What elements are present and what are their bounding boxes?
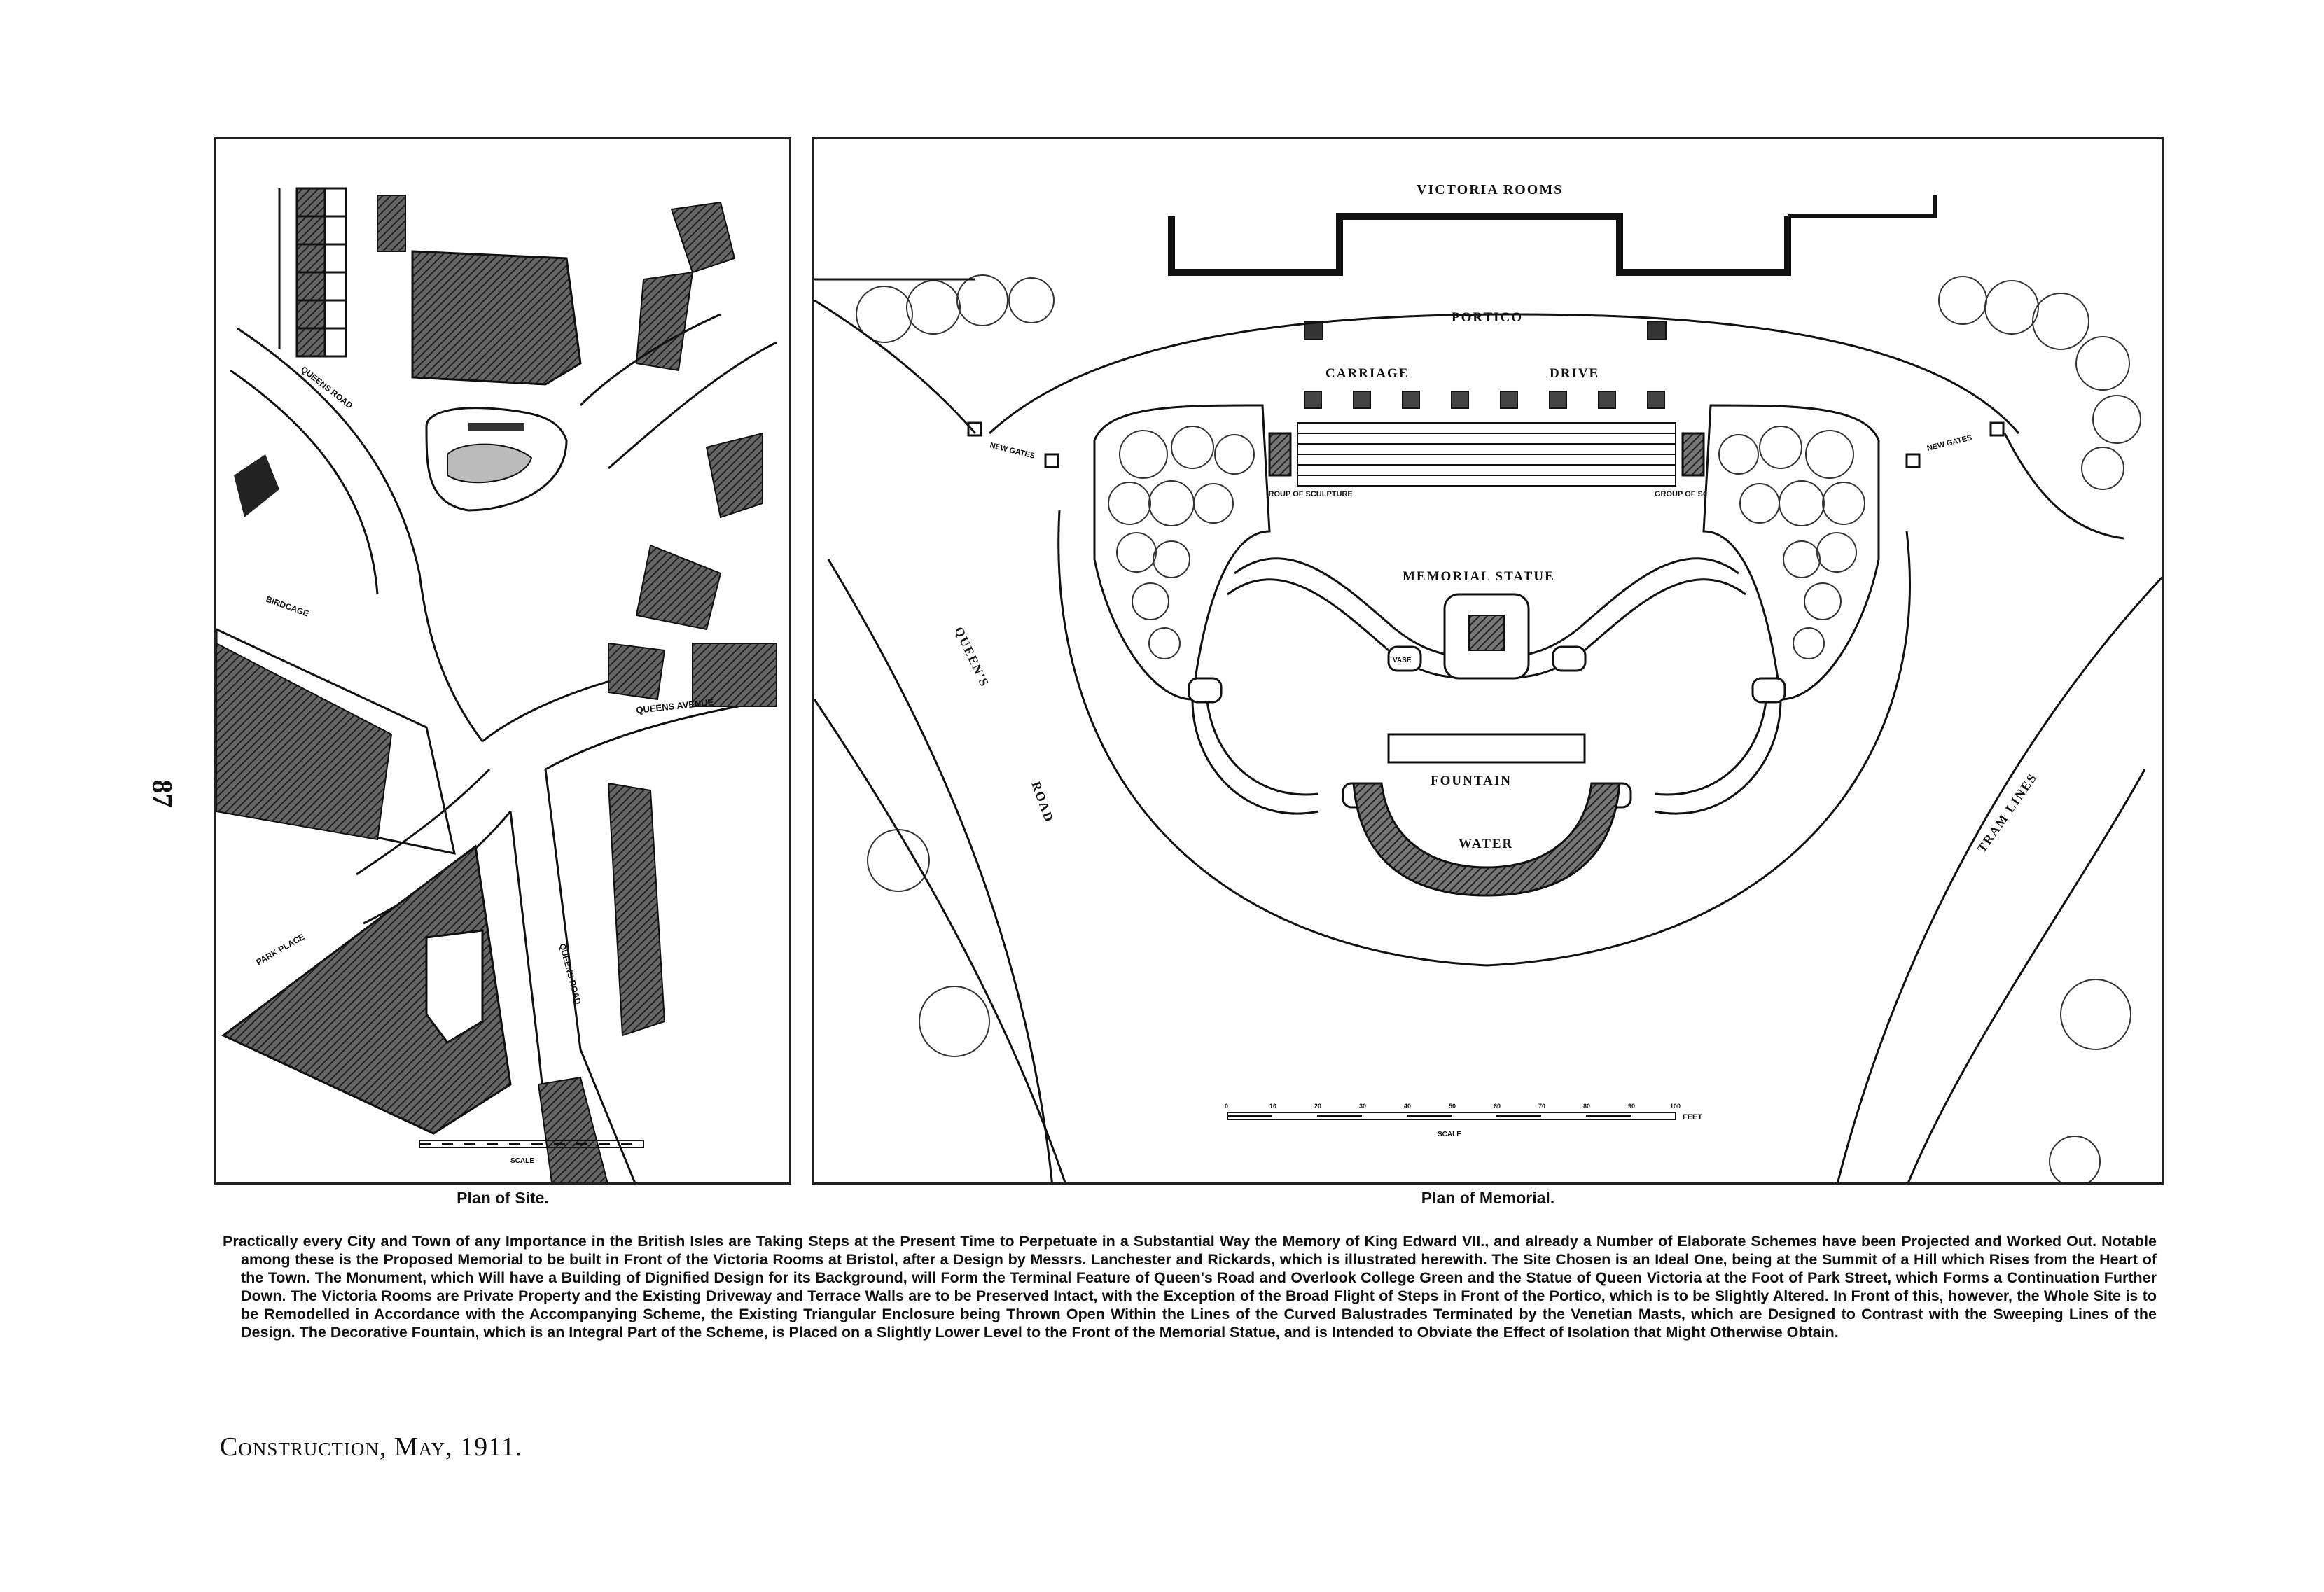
site-plan-scale-label: SCALE: [510, 1157, 534, 1165]
site-plan-caption: Plan of Site.: [457, 1189, 549, 1207]
memorial-scale-tick-6: 60: [1494, 1103, 1501, 1110]
label-carriage: CARRIAGE: [1325, 366, 1409, 381]
label-memorial-statue: MEMORIAL STATUE: [1403, 569, 1555, 584]
label-queens-avenue: QUEENS AVENUE: [636, 697, 715, 715]
site-plan-figure: QUEENS ROAD BIRDCAGE QUEENS AVENUE PARK …: [214, 137, 791, 1185]
page-number: 87: [146, 779, 179, 808]
label-queens-road-upper: QUEENS ROAD: [299, 364, 354, 410]
label-drive: DRIVE: [1550, 366, 1599, 381]
footer-credit: Construction, May, 1911.: [220, 1432, 523, 1462]
memorial-scale-tick-5: 50: [1449, 1103, 1456, 1110]
label-road: ROAD: [1029, 780, 1057, 825]
label-portico: PORTICO: [1452, 310, 1523, 325]
label-new-gates-left: NEW GATES: [989, 441, 1036, 461]
label-victoria-rooms: VICTORIA ROOMS: [1417, 182, 1563, 197]
label-queens: QUEEN'S: [952, 624, 991, 690]
vase-label: VASE: [1393, 657, 1412, 664]
memorial-scale-tick-2: 20: [1314, 1103, 1321, 1110]
memorial-scale-label: SCALE: [1438, 1131, 1461, 1138]
memorial-scale-tick-0: 0: [1225, 1103, 1228, 1110]
memorial-plan-drawing: VICTORIA ROOMS PORTICO CARRIAGE DRIVE: [814, 182, 2162, 1182]
memorial-scale-tick-9: 90: [1628, 1103, 1635, 1110]
left-garden-trees: [1108, 426, 1255, 659]
label-new-gates-right: NEW GATES: [1926, 433, 1973, 453]
memorial-scale-tick-10: 100: [1670, 1103, 1681, 1110]
memorial-scale-tick-1: 10: [1269, 1103, 1276, 1110]
label-queens-road-lower: QUEENS ROAD: [557, 942, 583, 1005]
memorial-scale-tick-7: 70: [1538, 1103, 1545, 1110]
memorial-plan-scale-bar: 0 10 20 30 40 50 60 70 80 90 100 FEET SC…: [1225, 1103, 1702, 1138]
label-water: WATER: [1459, 837, 1513, 851]
memorial-plan-caption: Plan of Memorial.: [1421, 1189, 1555, 1207]
memorial-scale-feet: FEET: [1683, 1113, 1702, 1122]
label-group-sculpture-left: GROUP OF SCULPTURE: [1262, 490, 1353, 498]
perimeter-trees: [856, 274, 2141, 1182]
label-park-place: PARK PLACE: [255, 932, 307, 968]
description-text: Practically every City and Town of any I…: [223, 1233, 2157, 1341]
label-fountain: FOUNTAIN: [1431, 774, 1512, 788]
venetian-masts: [1304, 391, 1665, 409]
description-paragraph: Practically every City and Town of any I…: [223, 1232, 2157, 1341]
site-plan-scale-bar: SCALE: [419, 1140, 644, 1165]
memorial-scale-tick-4: 40: [1404, 1103, 1411, 1110]
memorial-plan-figure: VICTORIA ROOMS PORTICO CARRIAGE DRIVE: [812, 137, 2164, 1185]
memorial-scale-tick-8: 80: [1583, 1103, 1590, 1110]
right-garden-trees: [1718, 426, 1865, 659]
label-birdcage: BIRDCAGE: [265, 594, 310, 619]
site-plan-drawing: QUEENS ROAD BIRDCAGE QUEENS AVENUE PARK …: [216, 187, 777, 1182]
memorial-scale-tick-3: 30: [1359, 1103, 1366, 1110]
